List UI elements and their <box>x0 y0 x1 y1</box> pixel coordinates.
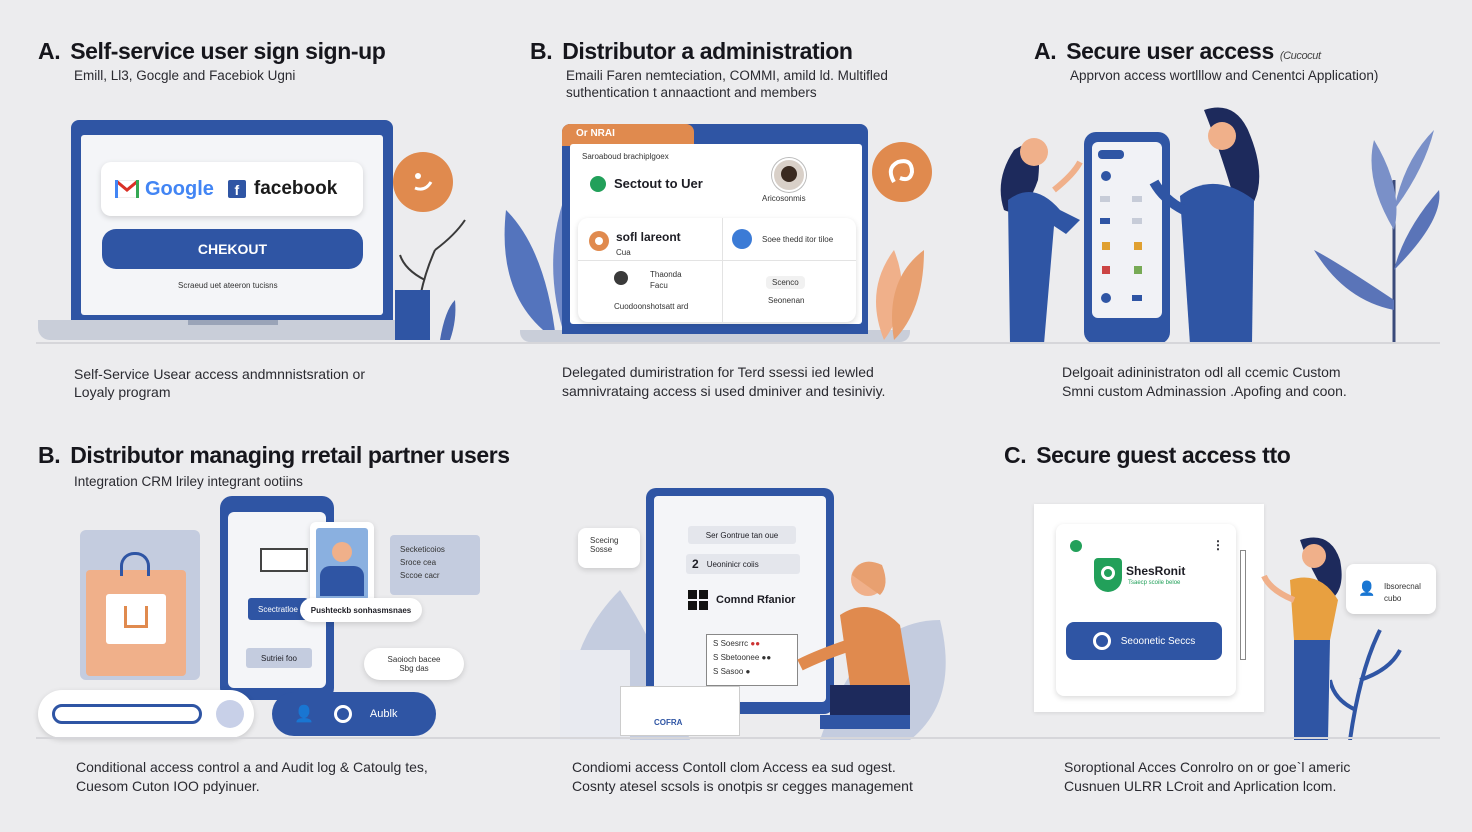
speech-bubble: Scecing Sosse <box>578 528 640 568</box>
guest-user-card: 👤 Ibsorecnal cubo <box>1346 564 1436 614</box>
monitor-search-field[interactable]: Ser Gontrue tan oue <box>688 526 796 544</box>
panel-b1-title: B.Distributor a administration <box>530 38 853 64</box>
panel-a1-caption-1: Self-Service Usear access andmnnistsrati… <box>74 366 366 382</box>
facebook-label: facebook <box>253 178 338 199</box>
partner-right-link[interactable]: Seonenan <box>768 296 805 305</box>
brand-row: Comnd Rfanior <box>688 590 795 610</box>
admin-breadcrumb: Saroaboud brachiplgoex <box>582 152 669 161</box>
partner-icon <box>589 231 609 251</box>
admin-tab[interactable]: Or NRAI <box>562 124 694 146</box>
panel-c2-title: C.Secure guest access tto <box>1004 442 1291 468</box>
leaf-decoration-right <box>876 250 924 340</box>
gmail-icon <box>115 180 139 198</box>
panel-b2-title: B.Distributor managing rretail partner u… <box>38 442 510 468</box>
shield-icon <box>333 705 352 723</box>
panel-a2-caption-1: Delgoait adininistraton odl all ccemic C… <box>1062 364 1341 380</box>
user-icon: 👤 <box>294 706 314 723</box>
status-dot-icon <box>1070 540 1082 552</box>
panel-b1-caption-1: Delegated dumiristration for Terd ssessi… <box>562 364 874 380</box>
google-label: Google <box>145 177 214 200</box>
partner-info-card: Secketicoios Sroce cea Sccoe cacr <box>390 535 480 595</box>
base-label: COFRA <box>654 718 683 727</box>
social-login-card: Google f facebook <box>101 162 363 216</box>
shield-icon <box>1094 558 1122 592</box>
partner-title: sofl lareont <box>616 230 681 244</box>
user-icon <box>614 271 628 285</box>
app-tagline: Tsaecp scoile beloe <box>1128 580 1181 586</box>
facebook-icon: f <box>227 180 246 198</box>
search-bar[interactable] <box>38 690 254 738</box>
partner-right-label: Soee thedd itor tiloe <box>762 235 834 244</box>
plant-icon <box>395 219 466 341</box>
panel-c2-caption-1: Soroptional Acces Conrolro on or goe`l a… <box>1064 759 1351 775</box>
app-name: ShesRonit <box>1126 564 1186 578</box>
panel-c2-caption-2: Cusnuen ULRR LCroit and Aprlication lcom… <box>1064 778 1337 794</box>
switch-user-link[interactable]: Sectout to Uer <box>614 176 703 191</box>
audit-button[interactable]: 👤 Aublk <box>272 692 436 736</box>
standing-person-illustration <box>1261 537 1342 740</box>
panel-b1-subtitle-2: suthentication t annaactiont and members <box>566 85 817 100</box>
google-login-option[interactable]: Google <box>115 178 214 201</box>
panel-a1-title: A.Self-service user sign sign-up <box>38 38 386 64</box>
store-icon <box>260 548 308 572</box>
checkout-button[interactable]: CHEKOUT <box>102 229 363 269</box>
status-dot-icon <box>590 176 606 192</box>
refresh-icon <box>1092 632 1111 650</box>
avatar-caption: Aricosonmis <box>762 194 806 203</box>
support-bubble-icon <box>872 142 932 202</box>
cloud-icon <box>732 229 752 249</box>
avatar <box>772 158 806 192</box>
panel-a1-caption-2: Loyaly program <box>74 384 171 400</box>
secure-access-button[interactable]: Seoonetic Seccs <box>1066 622 1222 660</box>
panel-a2-title: A.Secure user access(Cucocut <box>1034 38 1321 64</box>
monitor-row: 2 Ueoninicr coiis <box>686 554 800 574</box>
partner-footer-text: Cuodoonshotsatt ard <box>614 302 689 311</box>
panel-a1-subtitle: Emill, Ll3, Gocgle and Facebiok Ugni <box>74 68 296 83</box>
user-icon: 👤 <box>1358 580 1376 596</box>
phone-label-1: Scectratloe <box>248 598 308 620</box>
partner-badge: Pushteckb sonhasmsnaes <box>300 598 422 622</box>
panel-b1-subtitle-1: Emaili Faren nemteciation, COMMI, amild … <box>566 68 888 83</box>
panel-b1-caption-2: samnivrataing access si used dminiver an… <box>562 383 886 399</box>
checkout-small-text: Scraeud uet ateeron tucisns <box>178 281 278 290</box>
panel-a2-caption-2: Smni custom Adminassion .Apofing and coo… <box>1062 383 1347 399</box>
partner-subtitle: Cua <box>616 248 631 257</box>
partner-float-card: Saoioch bacee Sbg das <box>364 648 464 680</box>
secure-access-illustration <box>1000 107 1440 344</box>
more-menu-icon[interactable]: ⋮ <box>1212 538 1224 552</box>
partner-card <box>578 218 856 322</box>
panel-c1-caption-2: Cosnty atesel scsols is onotpis sr cegge… <box>572 778 913 794</box>
panel-a2-subtitle: Apprvon access wortlllow and Cenentci Ap… <box>1070 68 1379 83</box>
panel-b2-subtitle: Integration CRM lriley integrant ootiins <box>74 474 303 489</box>
partner-photo-card <box>310 522 374 606</box>
chat-bubble-icon <box>393 152 453 212</box>
login-panel: S Soesrrc ●● S Sbetoonee ●● S Sasoo ● <box>706 634 798 686</box>
audit-label: Aublk <box>369 708 398 720</box>
partner-list-item-1: Thaonda <box>650 270 682 279</box>
facebook-login-option[interactable]: f facebook <box>227 178 338 200</box>
partner-list-item-2: Facu <box>650 281 668 290</box>
phone-form-field[interactable]: Sutriei foo <box>246 648 312 668</box>
panel-b2-caption-2: Cuesom Cuton IOO pdyinuer. <box>76 778 260 794</box>
plant-icon <box>1330 629 1402 740</box>
panel-b2-caption-1: Conditional access control a and Audit l… <box>76 759 428 775</box>
panel-c1-caption-1: Condiomi access Contoll clom Access ea s… <box>572 759 896 775</box>
seated-person-illustration <box>797 561 910 729</box>
shopping-bag-icon <box>86 570 186 676</box>
partner-right-pill[interactable]: Scenco <box>766 276 805 289</box>
sharepoint-card <box>1056 524 1236 696</box>
windows-logo-icon <box>688 590 708 610</box>
